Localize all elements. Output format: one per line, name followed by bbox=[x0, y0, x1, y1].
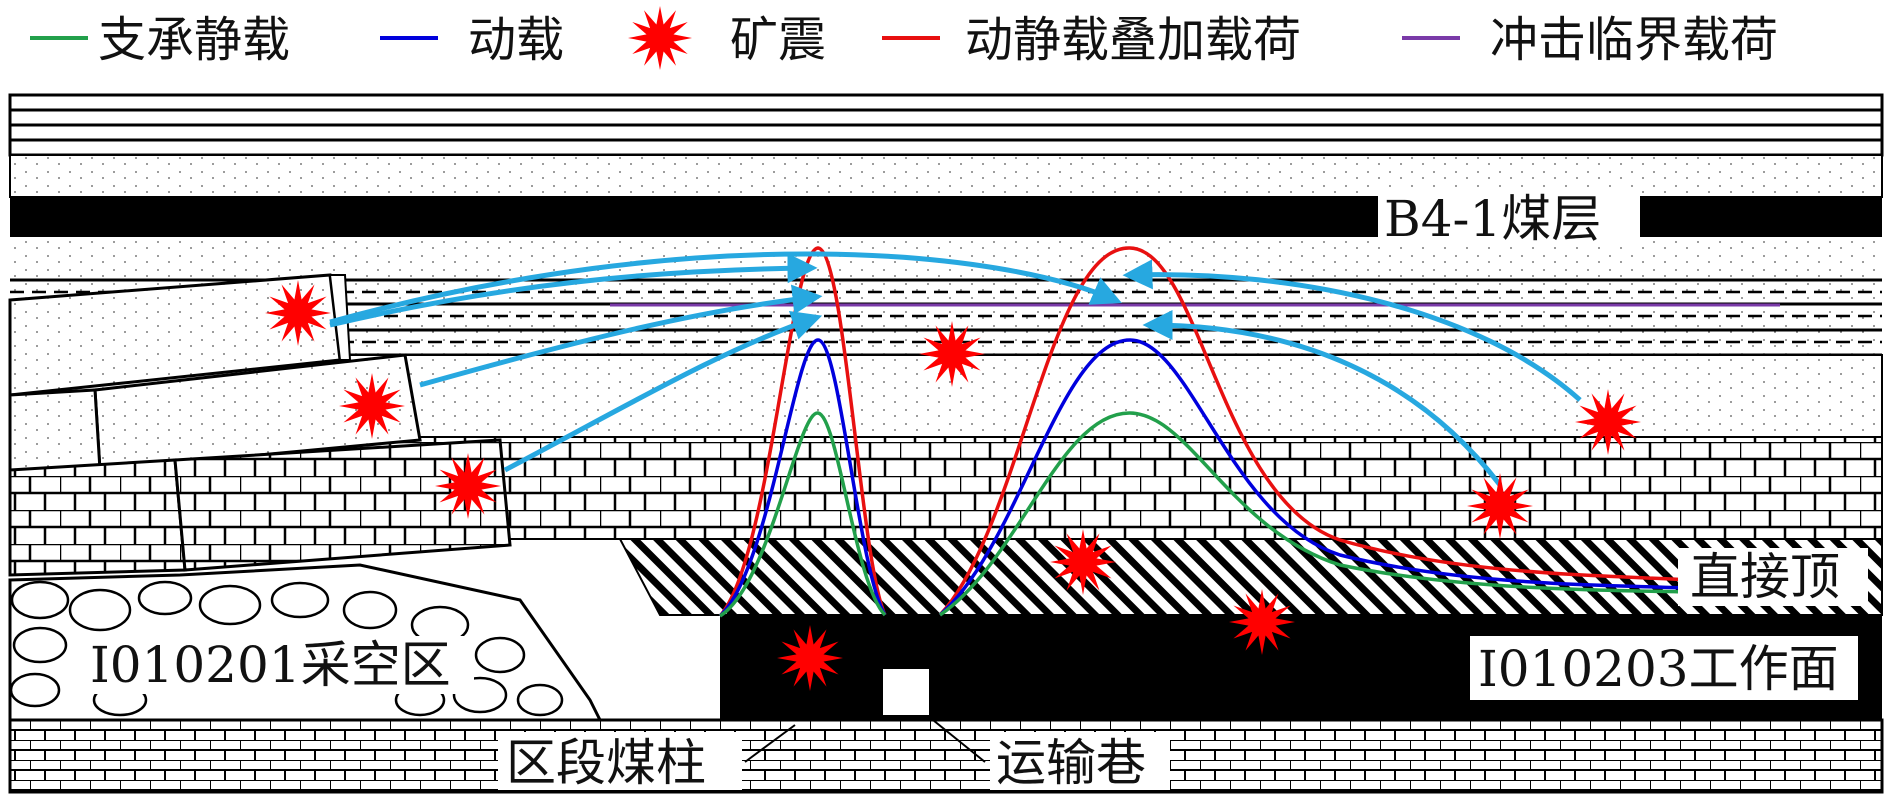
coal-pillar-leader bbox=[744, 724, 796, 763]
legend-label-combined-load: 动静载叠加载荷 bbox=[965, 12, 1301, 68]
haulage-roadway-box bbox=[881, 667, 931, 717]
legend-label-critical-load: 冲击临界载荷 bbox=[1490, 12, 1778, 68]
caved-roof-blocks bbox=[8, 273, 512, 577]
coal-pillar-label: 区段煤柱 bbox=[506, 734, 706, 792]
curved-arrow-icon bbox=[1122, 259, 1582, 402]
quake-stars bbox=[265, 280, 1641, 691]
legend-item-dynamic-load: 动载 bbox=[380, 12, 564, 68]
curved-arrow-icon bbox=[1142, 310, 1502, 487]
legend-item-static-load: 支承静载 bbox=[30, 12, 290, 68]
load-curves-right bbox=[938, 246, 1691, 617]
stress-transfer-arrows bbox=[329, 251, 1582, 487]
coal-pillar-label-bg bbox=[498, 732, 742, 790]
goaf-label-bg bbox=[82, 636, 474, 694]
haulage-roadway-leader bbox=[927, 715, 986, 763]
curved-arrow-icon bbox=[503, 310, 823, 473]
legend-item-combined-load: 动静载叠加载荷 bbox=[882, 12, 1301, 68]
haulage-roadway-label-bg bbox=[990, 732, 1170, 790]
immediate-roof-label-bg bbox=[1678, 548, 1868, 606]
curved-arrow-icon bbox=[419, 284, 823, 388]
legend-item-critical-load: 冲击临界载荷 bbox=[1402, 12, 1778, 68]
legend-label-quake: 矿震 bbox=[730, 12, 826, 68]
legend-item-quake: 矿震 bbox=[628, 6, 826, 70]
combined-load-curve-left bbox=[718, 246, 887, 618]
explosion-star-icon bbox=[1050, 529, 1116, 595]
immediate-roof-label: 直接顶 bbox=[1690, 548, 1840, 606]
static-load-curve-right bbox=[939, 411, 1691, 617]
floor-strata bbox=[8, 718, 1884, 794]
haulage-roadway-label: 运输巷 bbox=[996, 734, 1146, 792]
curved-arrow-icon bbox=[329, 253, 818, 328]
explosion-star-icon bbox=[265, 280, 331, 346]
explosion-star-icon bbox=[1467, 473, 1533, 539]
working-face-label-bg bbox=[1470, 636, 1858, 700]
legend: 支承静载 动载 矿震 动静载叠加载荷 冲击临界载荷 bbox=[30, 6, 1778, 70]
rubble-stones bbox=[9, 580, 564, 717]
explosion-star-icon bbox=[919, 321, 985, 387]
top-thin-layers bbox=[8, 93, 1884, 157]
explosion-star-icon bbox=[1575, 389, 1641, 455]
curved-arrow-icon bbox=[329, 251, 1122, 325]
mining-section-diagram: B4-1煤层 直接顶 I010201采空区 I010203工作面 区段煤柱 运输… bbox=[8, 93, 1884, 794]
explosion-star-icon bbox=[777, 625, 843, 691]
explosion-star-icon bbox=[1229, 589, 1295, 655]
working-face-label: I010203工作面 bbox=[1478, 640, 1839, 698]
combined-load-curve-right bbox=[938, 246, 1691, 617]
static-load-curve-left bbox=[719, 411, 887, 618]
explosion-star-icon bbox=[628, 6, 692, 70]
coal-seam-label: B4-1煤层 bbox=[1384, 190, 1601, 248]
coal-seam-label-bg bbox=[1378, 190, 1640, 244]
goaf-label: I010201采空区 bbox=[90, 636, 451, 694]
legend-label-static-load: 支承静载 bbox=[98, 12, 290, 68]
dynamic-load-curve-left bbox=[718, 338, 887, 618]
explosion-star-icon bbox=[435, 453, 501, 519]
explosion-star-icon bbox=[339, 373, 405, 439]
load-curves-left bbox=[718, 246, 887, 618]
legend-label-dynamic-load: 动载 bbox=[468, 12, 564, 68]
dynamic-load-curve-right bbox=[938, 338, 1691, 617]
